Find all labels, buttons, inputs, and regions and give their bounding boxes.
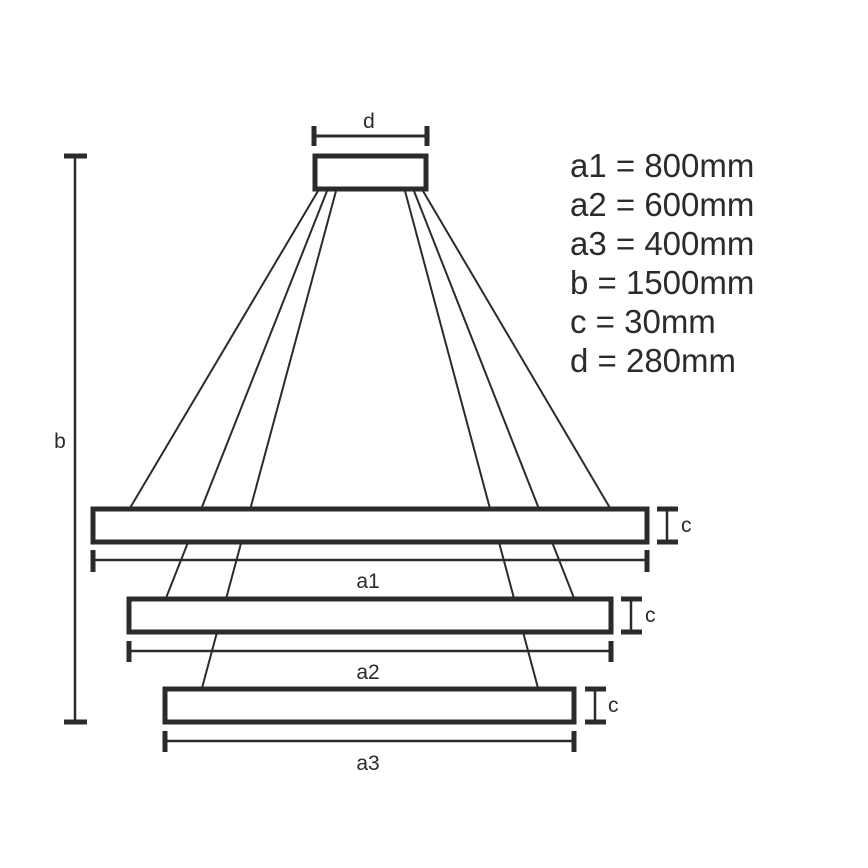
- dimension-a1: [90, 550, 650, 572]
- wire-right-a1: [422, 190, 611, 509]
- spec-a3: a3 = 400mm: [570, 225, 755, 262]
- ring-a2: [126, 596, 614, 635]
- ring-a3: [162, 686, 577, 725]
- dimension-c1: [657, 506, 678, 545]
- ceiling-canopy: [312, 153, 429, 192]
- spec-d: d = 280mm: [570, 342, 736, 379]
- ring-a1: [90, 506, 650, 545]
- dimension-c3: [585, 686, 606, 725]
- dimension-b: [64, 153, 87, 725]
- spec-c: c = 30mm: [570, 303, 716, 340]
- label-c3: c: [608, 694, 619, 717]
- label-a2: a2: [356, 661, 379, 684]
- dimension-d: [311, 126, 430, 146]
- label-c1: c: [681, 514, 692, 537]
- label-c2: c: [645, 604, 656, 627]
- label-a1: a1: [356, 570, 379, 593]
- spec-a1: a1 = 800mm: [570, 147, 755, 184]
- wire-left-a1: [129, 190, 319, 509]
- dimension-c2: [621, 596, 642, 635]
- dimension-a3: [162, 731, 577, 752]
- dimension-specs: a1 = 800mm a2 = 600mm a3 = 400mm b = 150…: [570, 146, 754, 380]
- spec-a2: a2 = 600mm: [570, 186, 755, 223]
- dimension-a2: [126, 641, 614, 662]
- spec-b: b = 1500mm: [570, 264, 755, 301]
- label-a3: a3: [356, 752, 379, 775]
- label-b: b: [54, 430, 66, 453]
- label-d: d: [363, 110, 375, 133]
